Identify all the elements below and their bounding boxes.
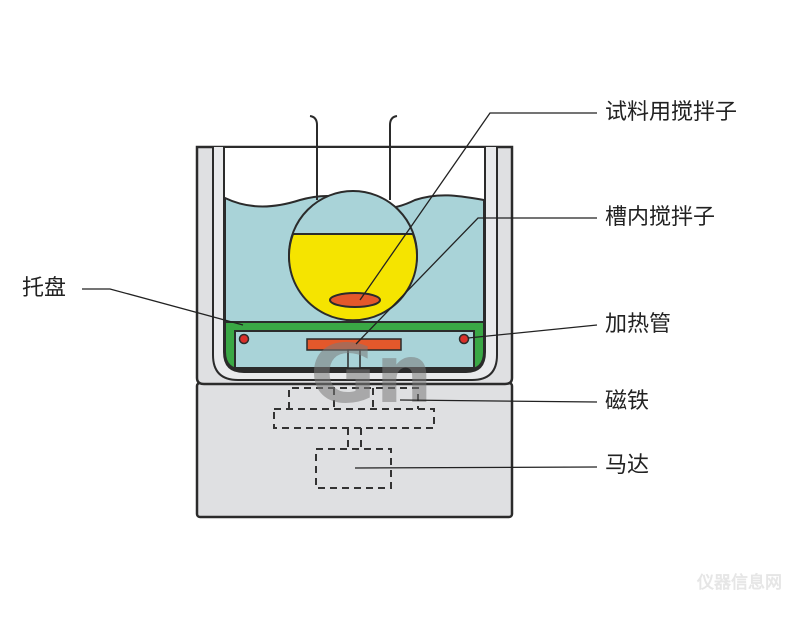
leader-motor — [354, 466, 598, 469]
sample-liquid — [288, 233, 418, 322]
label-sample-stirrer: 试料用搅拌子 — [605, 100, 738, 125]
label-heater: 加热管 — [605, 312, 672, 337]
heater-right — [458, 333, 470, 345]
leader-sample-stirrer — [359, 112, 597, 301]
flask-neck-left — [309, 115, 318, 200]
label-bath-stirrer: 槽内搅拌子 — [605, 205, 716, 230]
leader-heater — [467, 324, 598, 339]
magnet-outline — [288, 387, 419, 409]
site-watermark: 仪器信息网 — [697, 573, 782, 593]
sample-stirrer-bar — [329, 292, 381, 308]
leader-magnet — [399, 399, 598, 403]
logo-watermark: Gn — [310, 328, 433, 421]
label-magnet: 磁铁 — [605, 389, 650, 414]
motor-outline — [315, 448, 392, 489]
leader-bath-stirrer — [355, 217, 597, 345]
stirrer-shaft — [347, 349, 361, 369]
label-motor: 马达 — [605, 453, 650, 478]
coupling-outline — [273, 408, 435, 429]
flask-neck-right — [389, 115, 398, 200]
leader-tray — [82, 288, 244, 326]
label-tray: 托盘 — [22, 276, 67, 301]
shaft-outline — [347, 428, 362, 449]
heater-left — [238, 333, 250, 345]
